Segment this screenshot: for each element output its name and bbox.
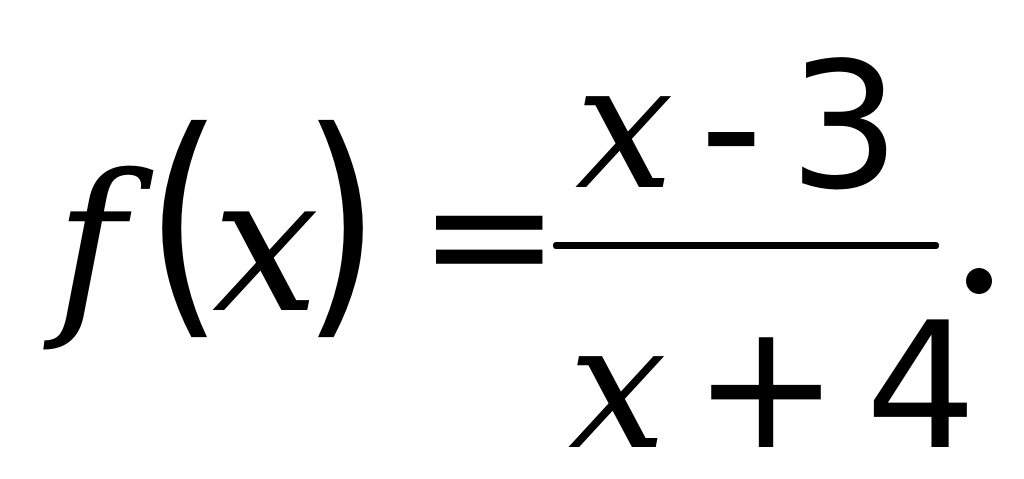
close-parenthesis: ) [302, 79, 381, 364]
denominator-constant: 4 [865, 286, 977, 479]
numerator-operator: - [699, 26, 763, 229]
denominator: x + 4 [568, 300, 977, 475]
fraction-bar [553, 242, 939, 249]
period: . [966, 268, 992, 294]
numerator-constant: 3 [788, 26, 901, 229]
denominator-operator: + [692, 286, 840, 479]
numerator-variable: x [575, 26, 674, 229]
numerator: x - 3 [575, 40, 900, 215]
open-parenthesis: ( [145, 79, 224, 364]
denominator-variable: x [568, 286, 667, 479]
function-argument: x [212, 134, 320, 355]
function-name: f [55, 134, 126, 355]
equals-sign: = [418, 136, 561, 334]
